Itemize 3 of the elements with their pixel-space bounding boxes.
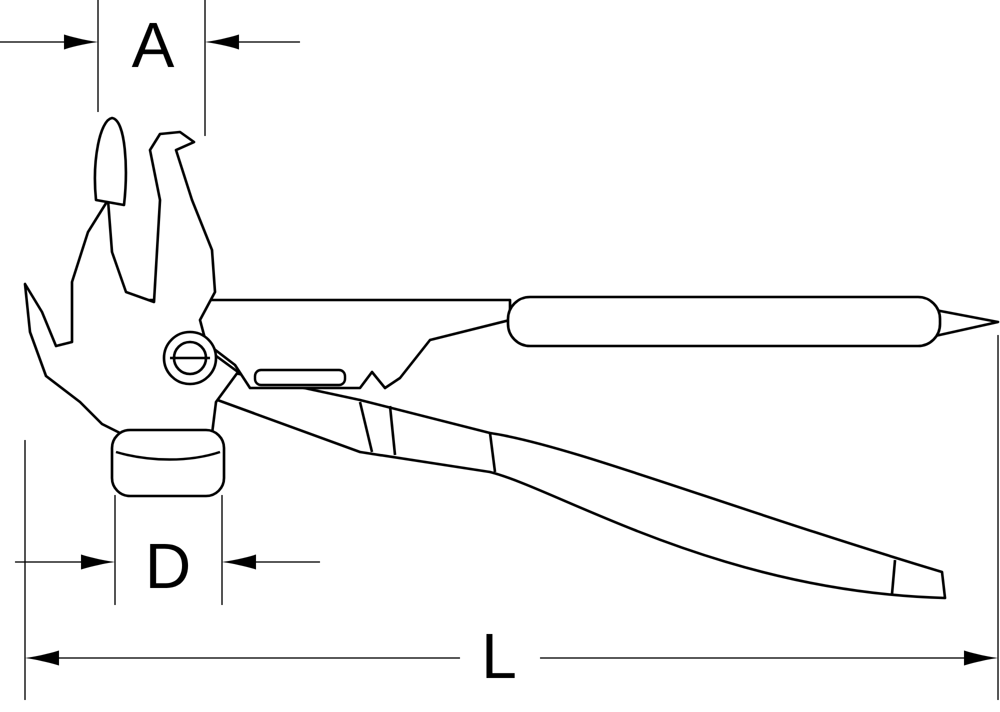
dimension-label: L (486, 634, 515, 678)
dimension-label: D (150, 544, 188, 588)
dimension-label: A (132, 22, 174, 68)
